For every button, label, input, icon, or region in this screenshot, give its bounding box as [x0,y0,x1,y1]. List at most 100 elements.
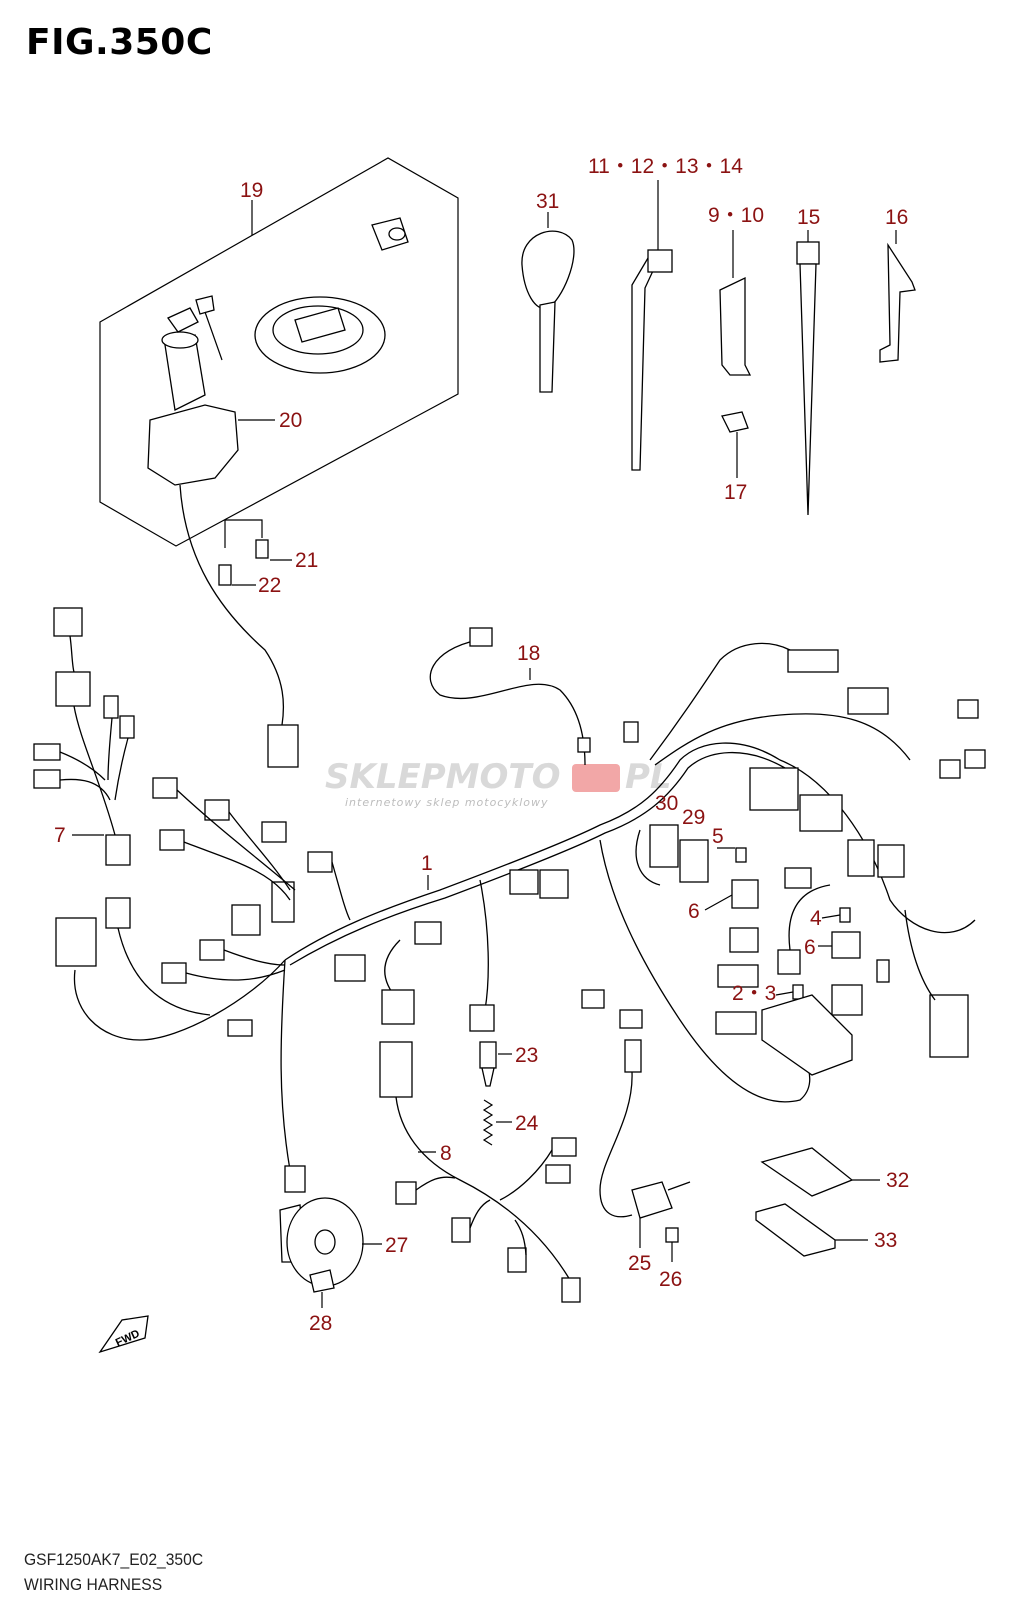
harness-connector [159,829,185,851]
ignition-set-box [99,157,459,547]
callout-23: 23 [515,1044,538,1067]
sub8-connector [451,1217,471,1243]
harness-connector [964,749,986,769]
harness-connector [939,759,961,779]
key-head [521,230,575,310]
harness-connector [261,821,287,843]
clamp-11-14 [631,180,673,471]
harness-connector [619,1009,643,1029]
sub-harness-8 [379,1041,581,1303]
relay-wire [635,829,661,886]
sub8-wire [415,1176,456,1191]
harness-connector [847,839,875,877]
fuse-holder [831,984,863,1016]
harness-connector [876,959,890,983]
callout-21: 21 [295,549,318,572]
clamp-strap [631,257,659,471]
callout-28: 28 [309,1312,332,1335]
callout-27: 27 [385,1234,408,1257]
harness-connector [877,844,905,878]
sub7-connector [119,715,135,739]
harness-wire [331,861,351,921]
callout-19: 19 [240,179,263,202]
harness-connector [799,794,843,832]
sub8-wire [499,1149,553,1201]
harness-connector [469,1004,495,1032]
sub8-trunk [395,1096,571,1281]
harness-wire [788,884,831,951]
harness-branch-left [73,959,286,1041]
ignition-cylinder-top [161,331,199,349]
clamp-9-10 [719,230,752,478]
callout-25: 25 [628,1252,651,1275]
clamp-head [647,249,673,273]
sensor-25-body [631,1181,673,1219]
bolt-bracket-lines [224,519,263,548]
cable-tie-strap [799,263,817,516]
clamp-band [719,276,752,376]
harness-connector [55,917,97,967]
cable-tie-15 [796,230,820,516]
cable-tie-head [796,241,820,265]
sub7-connector [33,743,61,761]
key-blade [204,311,223,361]
model-code: GSF1250AK7_E02_350C [24,1550,204,1569]
leader-6a [704,894,733,911]
callout-9-10: 9・10 [708,204,764,227]
watermark: SKLEPMOTO PL internetowy sklep motocyklo… [325,757,672,809]
harness-connector [787,649,839,673]
callout-5: 5 [712,825,724,848]
harness-connector [749,767,799,811]
harness-connector [539,869,569,899]
key-icon [167,307,199,333]
sub8-connector [561,1277,581,1303]
harness-trunk [284,742,976,961]
sub7-connector [55,671,91,707]
callout-18: 18 [517,642,540,665]
fwd-arrow-icon [98,1315,149,1354]
harness-connector [204,799,230,821]
sub8-wire [514,1219,527,1256]
relay-30 [649,824,679,868]
sub7-wire [69,635,116,836]
harness-branch-right [654,713,911,766]
relay-29 [679,839,709,883]
screw-26 [665,1227,679,1243]
leader-4 [821,914,841,919]
clamp-16-body [879,242,916,363]
callout-31: 31 [536,190,559,213]
callout-7: 7 [54,824,66,847]
harness-connector [957,699,979,719]
harness-branch-horn [280,959,291,1171]
sub7-connector [53,607,83,637]
callout-1: 1 [421,852,433,875]
harness-wire [117,927,211,1016]
fuel-cap-plate [294,307,346,343]
key-31 [521,212,575,393]
sub7-wire [107,717,113,781]
horn-center [314,1229,336,1255]
harness-connector [623,721,639,743]
sub7-wire [59,751,106,781]
sub7-connector [105,834,131,866]
callout-29: 29 [682,806,705,829]
sub8-wire [469,1199,491,1229]
sub8-connector [551,1137,577,1157]
bolt-22 [218,564,232,586]
sub7-wire [114,737,129,801]
label-33 [755,1203,836,1257]
harness-wire [183,841,291,901]
watermark-tagline: internetowy sklep motocyklowy [345,796,549,809]
sub8-connector [545,1164,571,1184]
harness-branch-lower [599,839,811,1103]
horn-27 [279,1165,382,1308]
harness-connector [271,881,295,923]
callout-6b: 6 [804,936,816,959]
sensor-25 [599,1039,691,1262]
fuse-holder-6 [731,879,759,909]
callout-8: 8 [440,1142,452,1165]
watermark-brand: SKLEPMOTO [325,757,560,797]
key-icon [195,295,215,315]
callout-15: 15 [797,206,820,229]
callout-2-3: 2・3 [732,982,776,1005]
